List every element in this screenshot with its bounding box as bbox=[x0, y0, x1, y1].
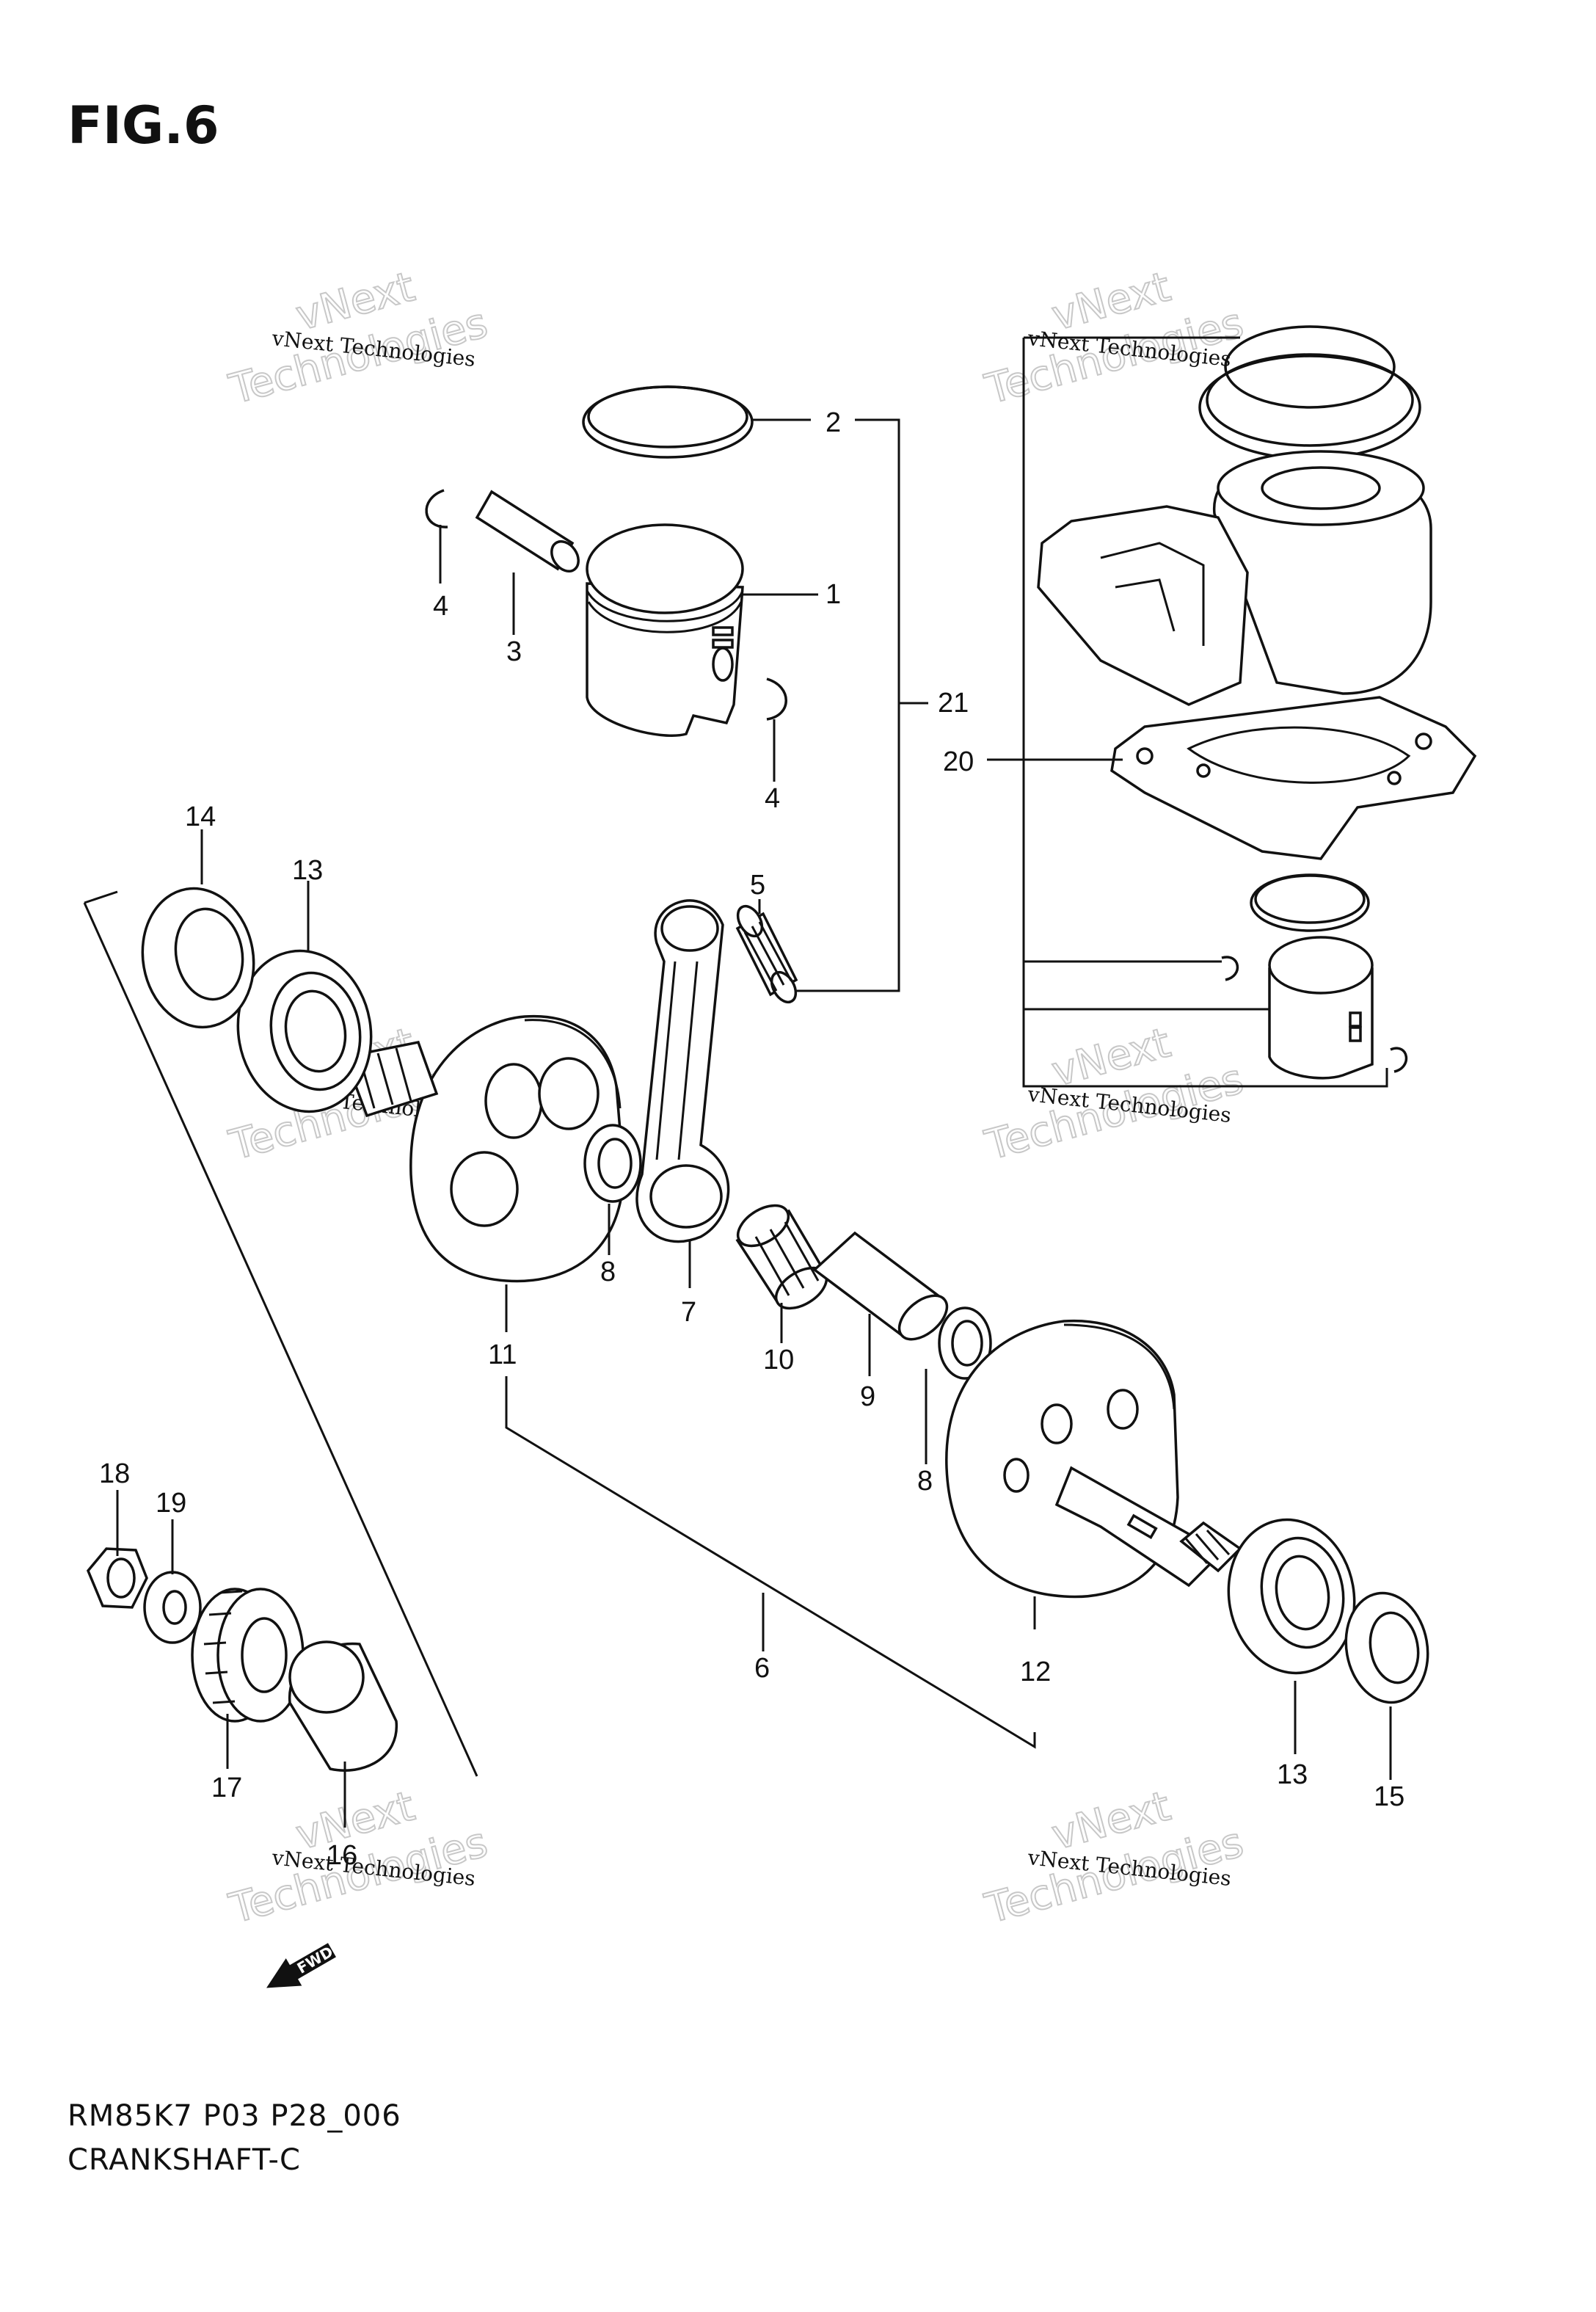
fwd-label: FWD bbox=[294, 1943, 336, 1977]
callout-label: 8 bbox=[917, 1466, 933, 1497]
top-end-kit-part bbox=[1037, 325, 1477, 1080]
primary-gear-part bbox=[191, 1588, 305, 1723]
circlip-part bbox=[766, 677, 787, 721]
callout-label: 4 bbox=[433, 591, 448, 622]
callout-label: 17 bbox=[211, 1773, 242, 1803]
callout-label: 12 bbox=[1020, 1657, 1051, 1687]
callout-label: 7 bbox=[681, 1297, 696, 1328]
callout-label: 13 bbox=[292, 855, 323, 886]
big-end-bearing-part bbox=[735, 1204, 828, 1310]
callout-label: 15 bbox=[1374, 1781, 1404, 1812]
spacer-part bbox=[288, 1640, 398, 1772]
callout-label: 4 bbox=[765, 783, 780, 814]
thrust-washer-part bbox=[583, 1124, 642, 1203]
connecting-rod-part bbox=[635, 899, 730, 1243]
callout-labels: 1 2 3 4 4 5 7 8 8 9 10 11 6 12 13 13 14 … bbox=[99, 407, 1404, 1871]
nut-part bbox=[86, 1547, 148, 1609]
piston-part bbox=[586, 523, 744, 737]
figure-title: FIG.6 bbox=[68, 95, 219, 156]
piston-ring-part bbox=[582, 385, 754, 459]
watermark: vNext Technologies vNext Technologies bbox=[980, 1018, 1249, 1170]
circlip-part bbox=[425, 489, 448, 528]
callout-label: 13 bbox=[1277, 1759, 1308, 1790]
oil-seal-part bbox=[1344, 1591, 1429, 1704]
callout-label: 10 bbox=[763, 1345, 794, 1375]
crankshaft-bearing-part bbox=[1227, 1518, 1356, 1675]
leader-lines bbox=[83, 336, 1392, 1828]
watermark: vNext Technologies vNext Technologies bbox=[980, 1781, 1249, 1933]
callout-label: 18 bbox=[99, 1458, 130, 1489]
callout-label: 9 bbox=[860, 1381, 875, 1412]
watermark: vNext Technologies vNext Technologies bbox=[224, 1781, 493, 1933]
callout-label: 14 bbox=[185, 801, 216, 832]
crank-web-part bbox=[409, 1014, 625, 1283]
callout-label: 21 bbox=[938, 688, 969, 719]
callout-label: 2 bbox=[826, 407, 841, 438]
callout-label: 5 bbox=[750, 870, 765, 901]
washer-part bbox=[143, 1571, 202, 1644]
piston-pin-part bbox=[475, 490, 580, 572]
callout-label: 11 bbox=[488, 1339, 517, 1370]
crank-pin-part bbox=[812, 1231, 949, 1341]
callout-label: 20 bbox=[943, 746, 974, 777]
callout-label: 6 bbox=[754, 1653, 770, 1684]
callout-label: 1 bbox=[826, 579, 841, 610]
callout-label: 19 bbox=[156, 1488, 186, 1519]
small-end-bearing-part bbox=[735, 904, 798, 1004]
crankshaft-bearing-part bbox=[236, 949, 373, 1113]
callout-label: 16 bbox=[327, 1840, 357, 1871]
watermark: vNext Technologies vNext Technologies bbox=[224, 262, 493, 414]
crank-shaft-taper-part bbox=[1054, 1466, 1242, 1588]
oil-seal-part bbox=[141, 887, 255, 1029]
diagram-code: RM85K7 P03 P28_006 bbox=[68, 2099, 401, 2133]
diagram-name: CRANKSHAFT-C bbox=[68, 2143, 301, 2177]
fwd-arrow-icon: FWD bbox=[266, 1943, 336, 1988]
callout-label: 3 bbox=[506, 636, 522, 667]
thrust-washer-part bbox=[938, 1306, 992, 1380]
callout-label: 8 bbox=[600, 1257, 616, 1287]
